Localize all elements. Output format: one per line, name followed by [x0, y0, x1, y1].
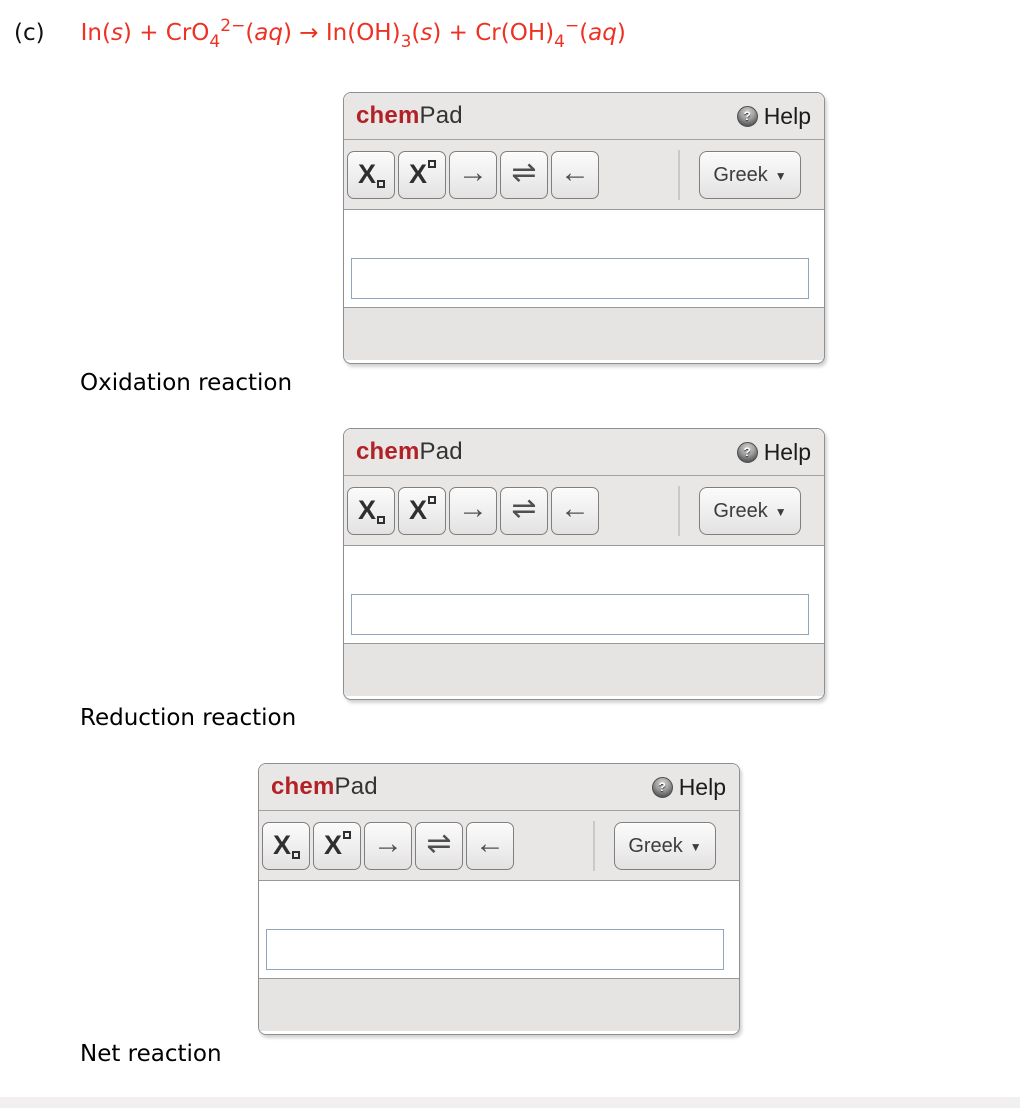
superscript-button[interactable]: X: [398, 486, 446, 535]
superscript-icon: X: [408, 495, 427, 525]
greek-dropdown[interactable]: Greek ▼: [699, 151, 801, 199]
superscript-square-icon: [428, 159, 436, 168]
chempad-header: chemPad ? Help: [344, 93, 824, 140]
help-label[interactable]: Help: [763, 438, 811, 465]
left-arrow-button[interactable]: ←: [551, 150, 599, 199]
equilibrium-arrow-button[interactable]: ⇌: [500, 486, 548, 535]
toolbar-divider: [593, 821, 595, 871]
left-arrow-button[interactable]: ←: [551, 486, 599, 535]
chempad-toolbar: X X → ⇌ ← Greek ▼: [259, 811, 739, 881]
help-link[interactable]: ? Help: [736, 438, 811, 466]
chempad-footer: [344, 644, 824, 696]
greek-dropdown-label: Greek: [713, 163, 768, 186]
right-arrow-button[interactable]: →: [449, 150, 497, 199]
brand-chem: chem: [356, 102, 420, 129]
greek-dropdown-label: Greek: [628, 834, 683, 857]
help-link[interactable]: ? Help: [736, 102, 811, 130]
subscript-icon: X: [357, 159, 376, 189]
equilibrium-arrow-icon: ⇌: [511, 155, 537, 189]
chempad-widget: chemPad ? Help X X → ⇌ ←: [343, 92, 825, 364]
brand-pad: Pad: [334, 773, 378, 800]
greek-dropdown[interactable]: Greek ▼: [699, 487, 801, 535]
chempad-widget: chemPad ? Help X X → ⇌ ←: [258, 763, 740, 1035]
right-arrow-icon: →: [373, 826, 403, 860]
brand-pad: Pad: [419, 102, 463, 129]
chempad-input[interactable]: [266, 929, 724, 970]
toolbar-divider: [678, 486, 680, 536]
superscript-square-icon: [343, 830, 351, 839]
formula-display-area: [259, 881, 739, 929]
help-label[interactable]: Help: [678, 773, 726, 800]
chempad-footer: [259, 979, 739, 1031]
chempad-oxidation: chemPad ? Help X X → ⇌ ←: [343, 92, 825, 364]
subscript-square-icon: [292, 850, 300, 859]
subscript-button[interactable]: X: [347, 486, 395, 535]
subscript-square-icon: [377, 179, 385, 188]
brand-chem: chem: [271, 773, 335, 800]
chempad-brand: chemPad: [356, 102, 463, 130]
chempad-brand: chemPad: [271, 773, 378, 801]
chemical-equation: In(s) + CrO42−(aq) → In(OH)3(s) + Cr(OH)…: [80, 16, 626, 52]
equilibrium-arrow-button[interactable]: ⇌: [500, 150, 548, 199]
left-arrow-button[interactable]: ←: [466, 821, 514, 870]
chempad-widget: chemPad ? Help X X → ⇌ ←: [343, 428, 825, 700]
greek-dropdown[interactable]: Greek ▼: [614, 822, 716, 870]
chevron-down-icon: ▼: [774, 505, 787, 519]
oxidation-reaction-label: Oxidation reaction: [80, 370, 293, 396]
chempad-net: chemPad ? Help X X → ⇌ ←: [258, 763, 740, 1035]
equilibrium-arrow-icon: ⇌: [426, 826, 452, 860]
equilibrium-arrow-icon: ⇌: [511, 491, 537, 525]
brand-chem: chem: [356, 438, 420, 465]
right-arrow-button[interactable]: →: [449, 486, 497, 535]
chempad-body: [344, 210, 824, 308]
superscript-button[interactable]: X: [398, 150, 446, 199]
right-arrow-icon: →: [458, 155, 488, 189]
formula-display-area: [344, 546, 824, 594]
right-arrow-button[interactable]: →: [364, 821, 412, 870]
left-arrow-icon: ←: [475, 826, 505, 860]
chempad-header: chemPad ? Help: [344, 429, 824, 476]
subscript-icon: X: [357, 495, 376, 525]
subscript-button[interactable]: X: [262, 821, 310, 870]
chempad-header: chemPad ? Help: [259, 764, 739, 811]
part-label: (c): [14, 20, 45, 46]
help-label[interactable]: Help: [763, 102, 811, 129]
superscript-icon: X: [408, 159, 427, 189]
chempad-footer: [344, 308, 824, 360]
net-reaction-label: Net reaction: [80, 1041, 222, 1067]
chevron-down-icon: ▼: [774, 169, 787, 183]
right-arrow-icon: →: [458, 491, 488, 525]
chempad-toolbar: X X → ⇌ ← Greek ▼: [344, 140, 824, 210]
equilibrium-arrow-button[interactable]: ⇌: [415, 821, 463, 870]
help-question-icon[interactable]: ?: [651, 776, 673, 798]
superscript-button[interactable]: X: [313, 821, 361, 870]
chempad-body: [259, 881, 739, 979]
chempad-input[interactable]: [351, 258, 809, 299]
toolbar-divider: [678, 150, 680, 200]
subscript-button[interactable]: X: [347, 150, 395, 199]
help-question-icon[interactable]: ?: [736, 105, 758, 127]
left-arrow-icon: ←: [560, 491, 590, 525]
reduction-reaction-label: Reduction reaction: [80, 705, 297, 731]
superscript-icon: X: [323, 830, 342, 860]
help-question-icon[interactable]: ?: [736, 441, 758, 463]
chempad-toolbar: X X → ⇌ ← Greek ▼: [344, 476, 824, 546]
help-link[interactable]: ? Help: [651, 773, 726, 801]
left-arrow-icon: ←: [560, 155, 590, 189]
subscript-icon: X: [272, 830, 291, 860]
subscript-square-icon: [377, 515, 385, 524]
bottom-strip: [0, 1097, 1020, 1108]
chempad-brand: chemPad: [356, 438, 463, 466]
formula-display-area: [344, 210, 824, 258]
chempad-reduction: chemPad ? Help X X → ⇌ ←: [343, 428, 825, 700]
superscript-square-icon: [428, 495, 436, 504]
greek-dropdown-label: Greek: [713, 499, 768, 522]
chevron-down-icon: ▼: [689, 840, 702, 854]
chempad-body: [344, 546, 824, 644]
brand-pad: Pad: [419, 438, 463, 465]
chempad-input[interactable]: [351, 594, 809, 635]
question-part-row: (c) In(s) + CrO42−(aq) → In(OH)3(s) + Cr(…: [14, 16, 626, 52]
